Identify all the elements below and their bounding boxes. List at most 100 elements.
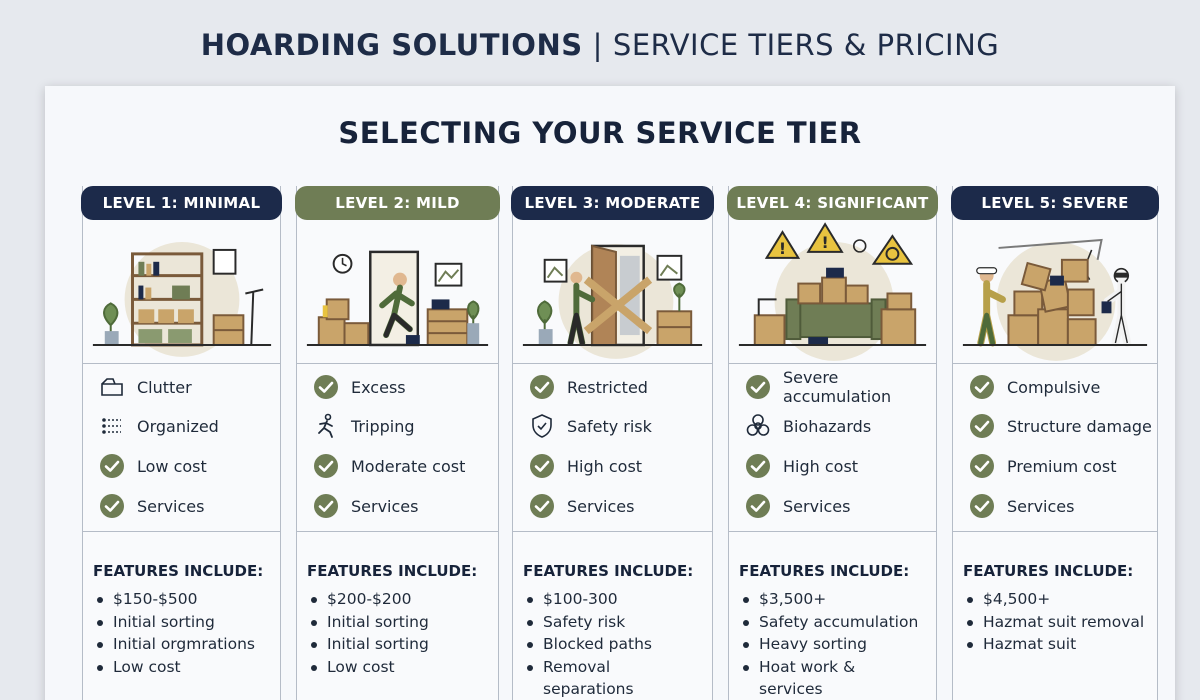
biohazard-icon (745, 413, 771, 439)
point-text: Safety risk (567, 416, 652, 436)
tier-header-3[interactable]: LEVEL 3: MODERATE (511, 186, 714, 220)
point-text: Services (1007, 496, 1075, 516)
tier-header-5[interactable]: LEVEL 5: SEVERE (951, 186, 1159, 220)
tier-illustration-mild (297, 220, 498, 364)
point-text: Biohazards (783, 416, 872, 436)
list-item: Compulsive (969, 372, 1100, 402)
point-text: Low cost (137, 456, 207, 476)
tier-header-2[interactable]: LEVEL 2: MILD (295, 186, 500, 220)
tier-points-2: Excess Tripping Moderate cost Services (297, 364, 498, 532)
feature-item: Hazmat suit (965, 633, 1144, 656)
features-list: $3,500+ Safety accumulation Heavy sortin… (741, 588, 918, 700)
list-item: Tripping (313, 411, 415, 441)
check-circle-icon (745, 453, 771, 479)
cluttered-room-illustration: ! ! (738, 222, 927, 361)
feature-item: $3,500+ (741, 588, 918, 611)
check-circle-icon (969, 413, 995, 439)
point-text: Moderate cost (351, 456, 466, 476)
tier-illustration-minimal (83, 220, 280, 364)
list-item: Safety risk (529, 411, 652, 441)
point-text: Clutter (137, 377, 192, 397)
tier-features-3: FEATURES INCLUDE: $100-300 Safety risk B… (513, 532, 712, 700)
list-item: Services (969, 491, 1074, 521)
tripping-person-icon (313, 413, 339, 439)
tier-points-5: Compulsive Structure damage Premium cost… (953, 364, 1157, 532)
page-title-sub: SERVICE TIERS & PRICING (612, 28, 1000, 62)
point-text: Compulsive (1007, 377, 1101, 397)
tier-illustration-moderate (513, 220, 712, 364)
feature-item: Removal (525, 656, 652, 679)
list-item: Severe accumulation (745, 368, 936, 406)
check-circle-icon (313, 493, 339, 519)
feature-item: Hazmat suit removal (965, 611, 1144, 634)
tier-points-3: Restricted Safety risk High cost Service… (513, 364, 712, 532)
list-item: Clutter (99, 372, 192, 402)
tier-header-1[interactable]: LEVEL 1: MINIMAL (81, 186, 282, 220)
list-item: Premium cost (969, 451, 1116, 481)
check-circle-icon (969, 453, 995, 479)
tier-column-2: LEVEL 2: MILD Excess (295, 186, 500, 700)
box-outline-icon (99, 374, 125, 400)
list-item: High cost (529, 451, 642, 481)
feature-item: Initial sorting (95, 611, 255, 634)
check-circle-icon (969, 374, 995, 400)
point-text: Restricted (567, 377, 648, 397)
list-item: Services (313, 491, 418, 521)
tripping-room-illustration (306, 250, 489, 347)
point-text: Premium cost (1007, 456, 1117, 476)
point-text: Services (137, 496, 205, 516)
blocked-door-illustration (522, 243, 703, 359)
check-circle-icon (969, 493, 995, 519)
sheet-title: SELECTING YOUR SERVICE TIER (338, 116, 862, 150)
features-heading: FEATURES INCLUDE: (739, 562, 910, 580)
page-title-main: HOARDING SOLUTIONS (200, 28, 583, 62)
point-text: Organized (137, 416, 219, 436)
check-circle-icon (99, 493, 125, 519)
feature-item: Low cost (95, 656, 255, 679)
list-item: Biohazards (745, 411, 871, 441)
shield-check-icon (529, 413, 555, 439)
list-item: Services (529, 491, 634, 521)
feature-item: Initial sorting (309, 611, 429, 634)
features-list: $200-$200 Initial sorting Initial sortin… (309, 588, 429, 678)
feature-item: Blocked paths (525, 633, 652, 656)
feature-item: Initial sorting (309, 633, 429, 656)
check-circle-icon (313, 374, 339, 400)
list-item: Low cost (99, 451, 207, 481)
point-text: High cost (567, 456, 643, 476)
tier-features-5: FEATURES INCLUDE: $4,500+ Hazmat suit re… (953, 532, 1157, 700)
point-text: Services (351, 496, 419, 516)
feature-item: $4,500+ (965, 588, 1144, 611)
features-list: $150-$500 Initial sorting Initial orgmra… (95, 588, 255, 678)
feature-item: separations (543, 680, 634, 698)
check-circle-icon (529, 493, 555, 519)
features-heading: FEATURES INCLUDE: (93, 562, 264, 580)
svg-text:!: ! (779, 239, 786, 258)
tier-illustration-significant: ! ! (729, 220, 936, 364)
point-text: Structure damage (1007, 416, 1152, 436)
tier-column-3: LEVEL 3: MODERATE Restricted (511, 186, 714, 700)
check-circle-icon (99, 453, 125, 479)
feature-item: $100-300 (525, 588, 652, 611)
features-list: $100-300 Safety risk Blocked paths Remov… (525, 588, 652, 700)
features-heading: FEATURES INCLUDE: (307, 562, 478, 580)
point-text: High cost (783, 456, 859, 476)
page-title: HOARDING SOLUTIONS|SERVICE TIERS & PRICI… (0, 28, 1200, 62)
features-heading: FEATURES INCLUDE: (523, 562, 694, 580)
list-item: Structure damage (969, 411, 1152, 441)
list-item: Organized (99, 411, 219, 441)
list-item: Restricted (529, 372, 648, 402)
svg-text:!: ! (821, 233, 828, 252)
tier-points-1: Clutter Organized Low cost Services (83, 364, 280, 532)
tier-features-1: FEATURES INCLUDE: $150-$500 Initial sort… (83, 532, 280, 700)
feature-item: Safety risk (525, 611, 652, 634)
feature-item: services (759, 680, 823, 698)
features-list: $4,500+ Hazmat suit removal Hazmat suit (965, 588, 1144, 656)
tier-header-4[interactable]: LEVEL 4: SIGNIFICANT (727, 186, 938, 220)
feature-item: $200-$200 (309, 588, 429, 611)
features-heading: FEATURES INCLUDE: (963, 562, 1134, 580)
point-text: Services (567, 496, 635, 516)
point-text: Tripping (351, 416, 415, 436)
check-circle-icon (745, 374, 771, 400)
feature-item: $150-$500 (95, 588, 255, 611)
